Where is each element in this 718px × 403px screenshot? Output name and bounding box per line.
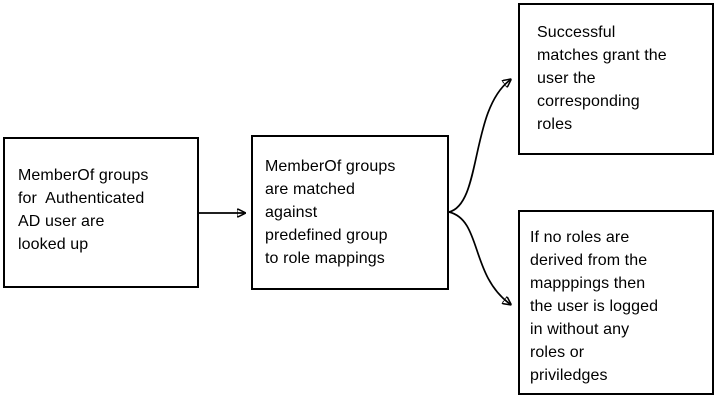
- node-memberof-lookup: MemberOf groups for Authenticated AD use…: [3, 137, 199, 288]
- node-successful-match-roles-text: Successful matches grant the user the co…: [537, 24, 667, 133]
- node-group-role-matching-text: MemberOf groups are matched against pred…: [265, 158, 396, 267]
- node-memberof-lookup-text: MemberOf groups for Authenticated AD use…: [18, 167, 149, 253]
- arrow-match-to-noroles: [448, 211, 510, 304]
- node-no-roles-derived-text: If no roles are derived from the mapppin…: [530, 229, 659, 384]
- arrow-match-to-success: [448, 80, 510, 213]
- node-successful-match-roles: Successful matches grant the user the co…: [518, 3, 714, 155]
- node-no-roles-derived: If no roles are derived from the mapppin…: [518, 210, 714, 395]
- node-group-role-matching: MemberOf groups are matched against pred…: [251, 135, 449, 290]
